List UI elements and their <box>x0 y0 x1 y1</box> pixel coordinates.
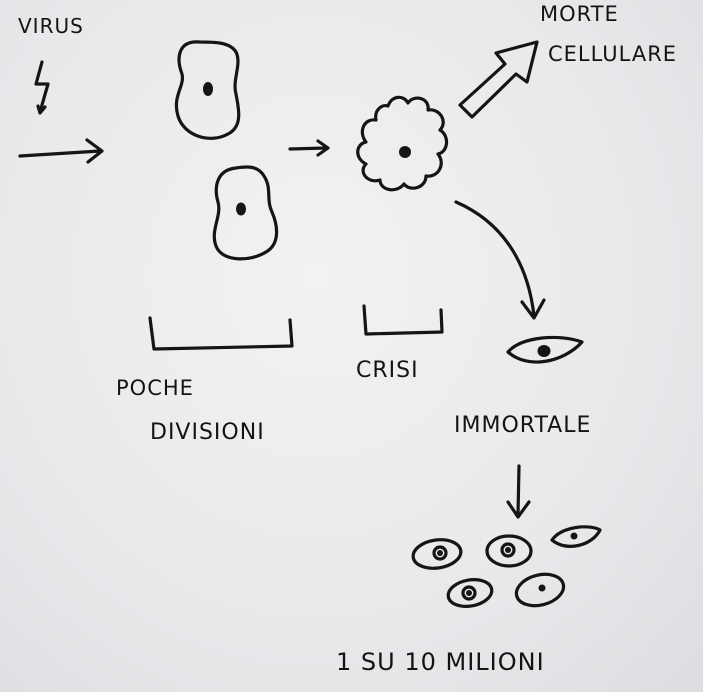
label-morte: MORTE <box>540 2 619 26</box>
label-divisioni: DIVISIONI <box>150 420 265 445</box>
dividing-cell-lower <box>212 165 279 261</box>
down-arrow-to-colony <box>506 464 531 519</box>
colony-cell-dot <box>437 550 443 556</box>
colony-cell <box>446 578 494 608</box>
label-immortale: IMMORTALE <box>454 413 592 438</box>
colony-cell-nucleus <box>500 542 516 558</box>
lightning-bolt-icon <box>34 60 50 114</box>
immortal-cell-colony <box>411 525 602 608</box>
crisis-cell <box>356 95 449 192</box>
colony-cell-dot <box>538 584 546 592</box>
label-crisi: CRISI <box>356 358 419 383</box>
arrow-to-crisis <box>288 139 330 157</box>
colony-cell <box>550 525 602 548</box>
nucleus-lower <box>236 202 246 216</box>
immortal-cell <box>506 335 584 364</box>
label-cellulare: CELLULARE <box>548 42 678 66</box>
colony-cell <box>485 534 533 568</box>
dividing-cell-upper <box>174 40 241 140</box>
bracket-poche-divisioni <box>148 316 294 351</box>
colony-cell-dot <box>505 547 511 553</box>
colony-cell-dot <box>570 532 578 540</box>
colony-cell-nucleus <box>461 585 477 601</box>
colony-cell <box>514 572 566 608</box>
nucleus-crisis <box>399 146 411 158</box>
colony-cell-nucleus <box>432 545 448 561</box>
bracket-crisi <box>362 304 444 336</box>
nucleus-immortal <box>537 345 551 357</box>
label-virus: VIRUS <box>18 14 84 38</box>
entry-arrow <box>18 138 104 164</box>
curved-arrow-to-immortal <box>454 200 546 320</box>
nucleus-upper <box>203 82 213 96</box>
lightning-bolt-tip <box>36 104 47 115</box>
colony-cell <box>411 538 463 570</box>
label-ratio: 1 SU 10 MILIONI <box>336 648 545 676</box>
label-poche: POCHE <box>116 376 194 400</box>
hollow-arrow-to-death <box>458 40 539 119</box>
colony-cell-dot <box>466 590 472 596</box>
